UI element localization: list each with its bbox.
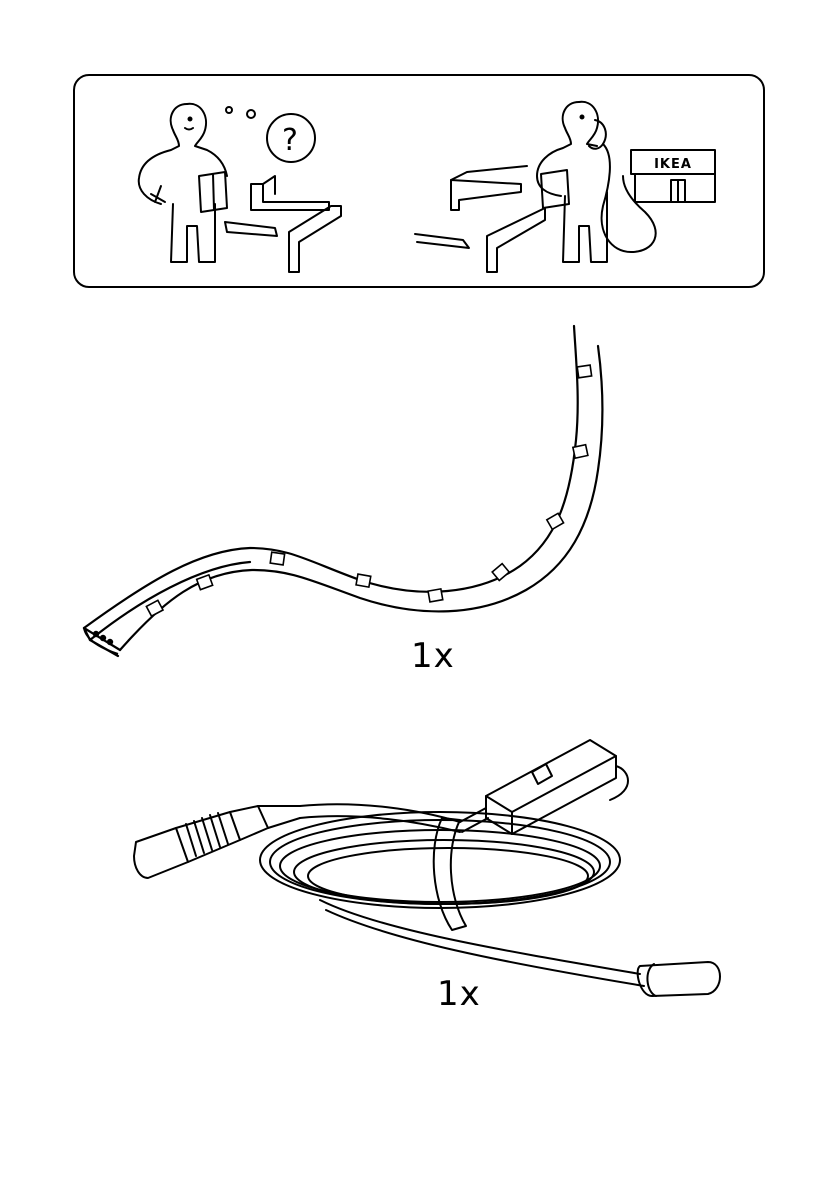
strip-end-connector-icon xyxy=(638,962,720,996)
cable-quantity: 1x xyxy=(437,977,481,1011)
dc-plug-icon xyxy=(134,806,300,878)
